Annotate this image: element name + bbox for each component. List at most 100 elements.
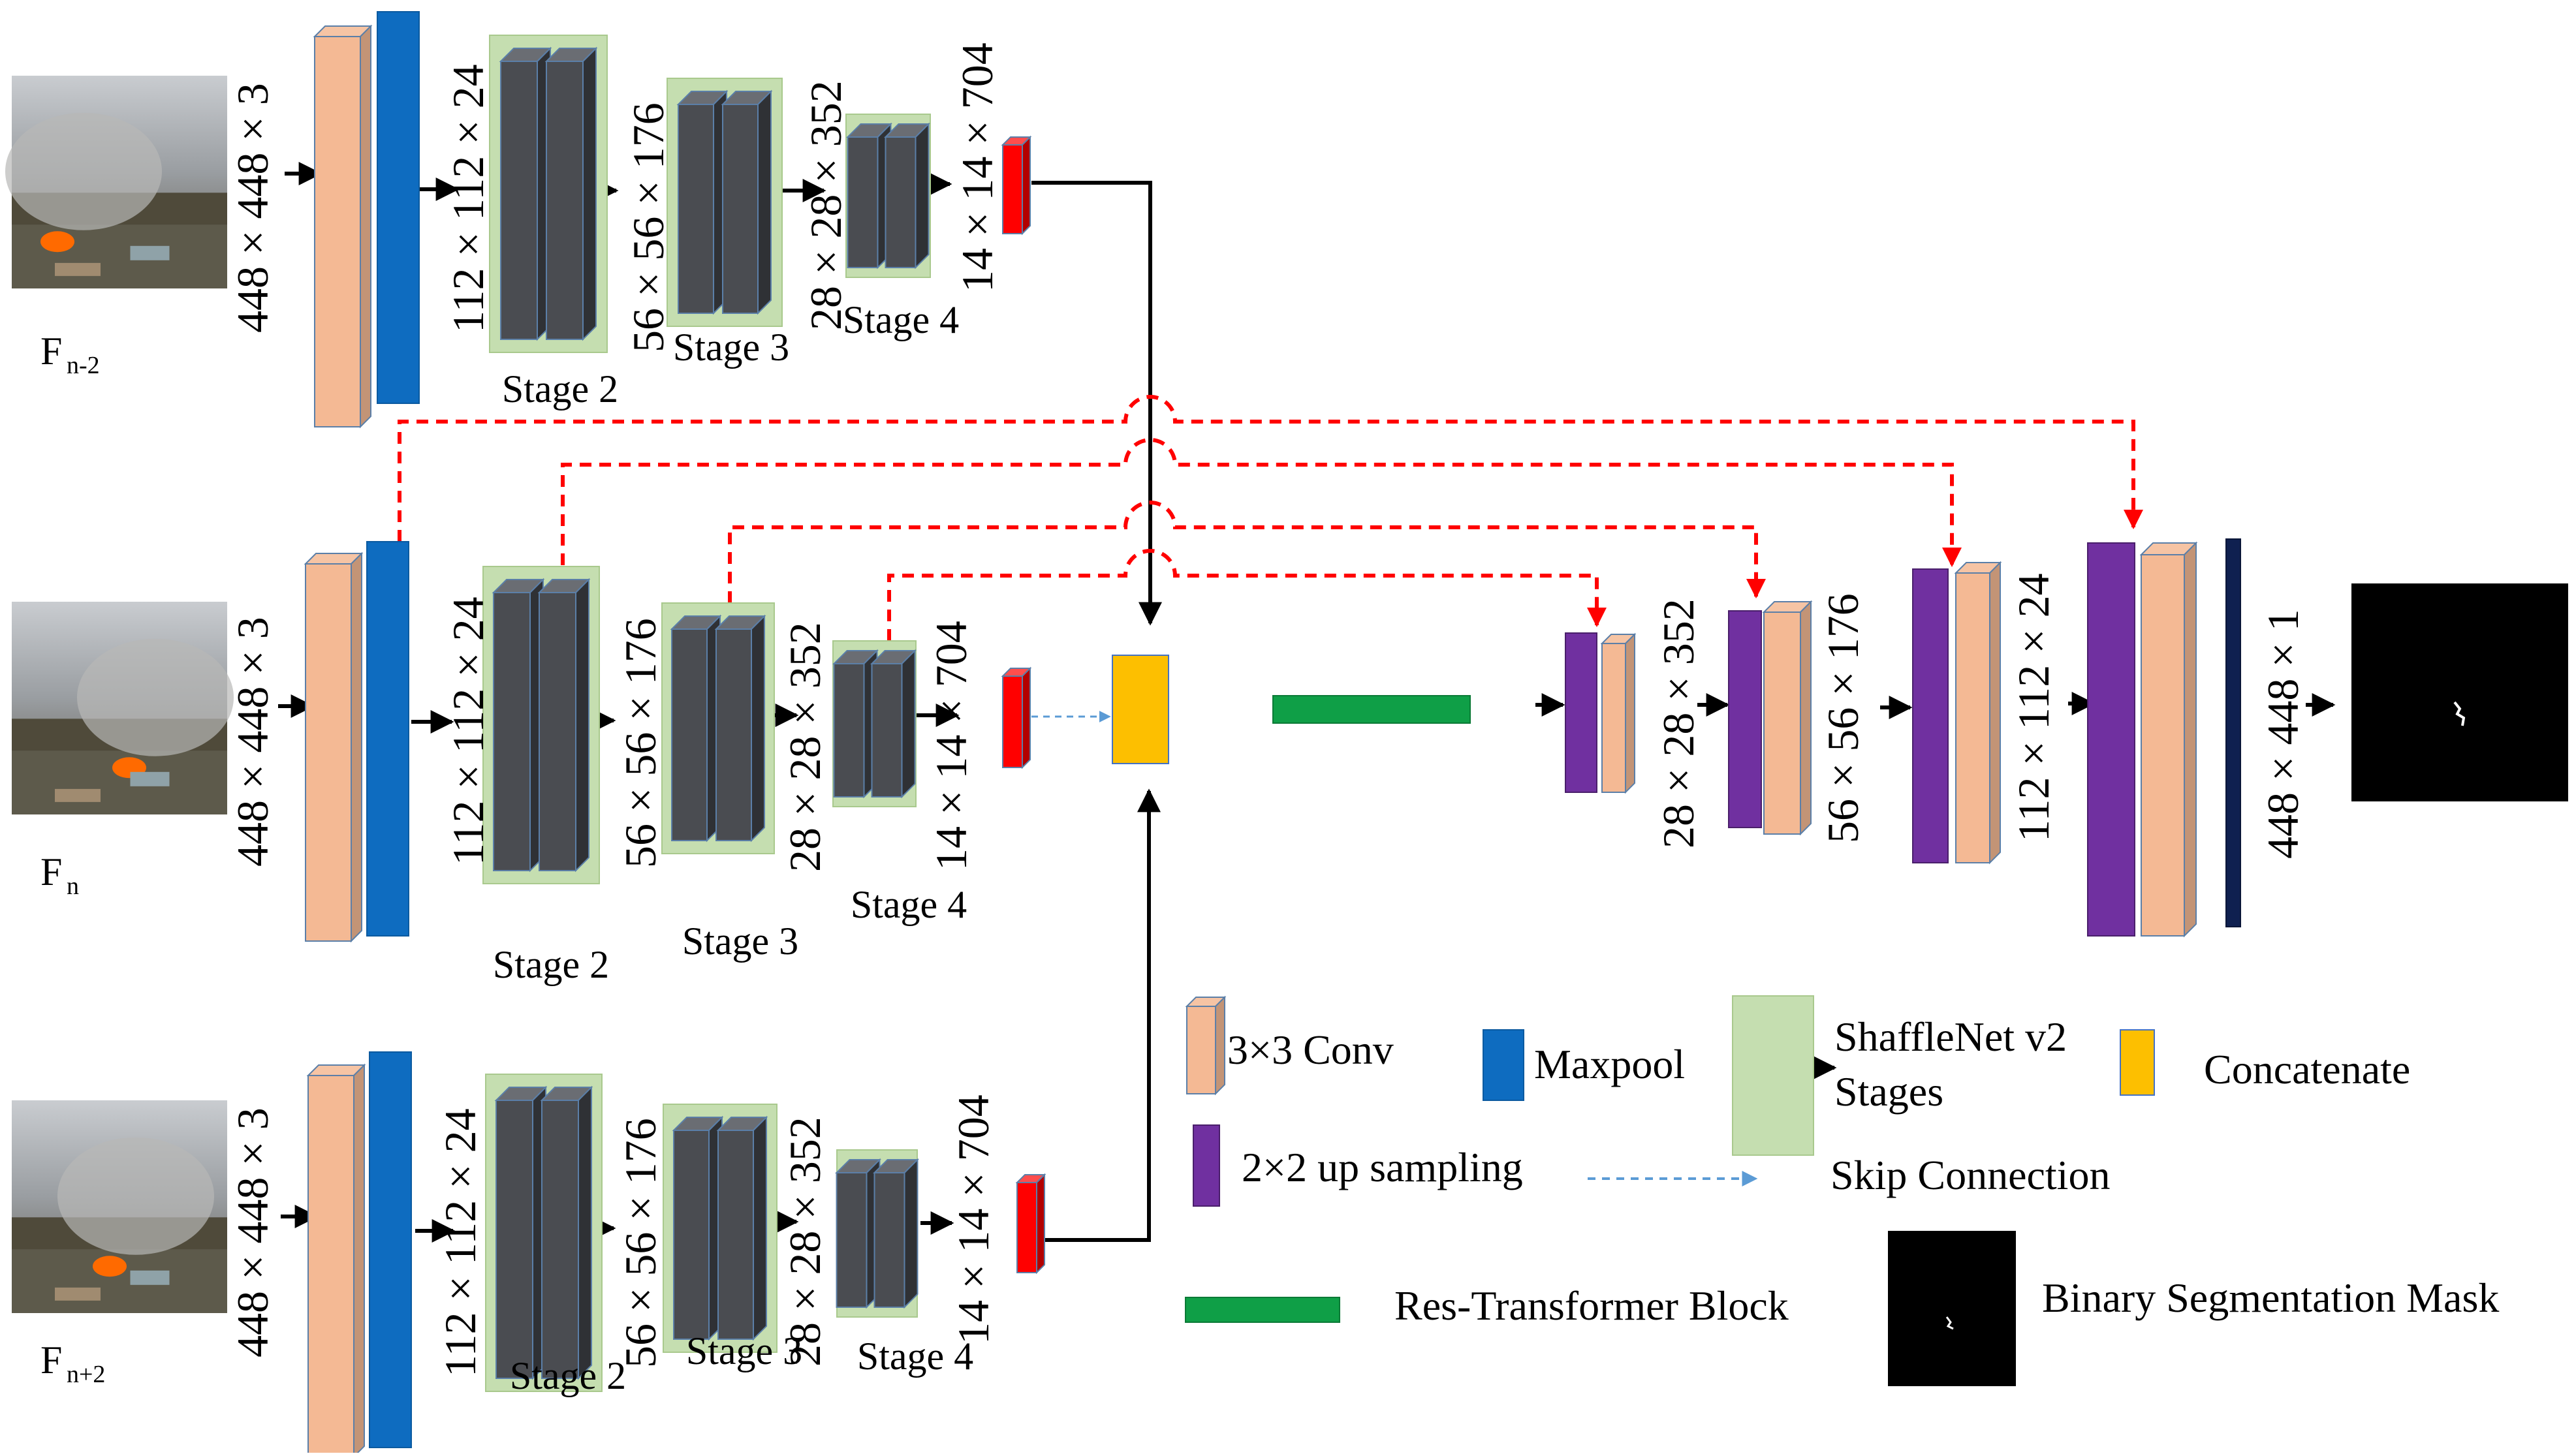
dimension-label-11: 112 × 112 × 24 [435, 1108, 485, 1377]
frame-image-n-2 [5, 76, 227, 288]
arrow-top-branch-to-concat [1031, 181, 1162, 626]
feature-map-row-2 [1015, 1173, 1046, 1275]
stage4-row-0-block-2 [884, 122, 930, 270]
frame-image-n+2 [12, 1100, 227, 1313]
skip-stage3 [728, 501, 1766, 603]
stage4-row-0-block-1 [846, 122, 892, 270]
stage2-row-2-block-2 [540, 1085, 593, 1380]
upsampling-block-1 [1565, 632, 1597, 793]
input-frames [5, 76, 234, 1313]
legend-res-transformer-icon [1185, 1297, 1340, 1323]
legend-shufflenet-label-1: ShaffleNet v2 [1834, 1014, 2067, 1060]
stage-label-3: Stage 2 [493, 943, 609, 986]
legend-maxpool-icon [1483, 1029, 1524, 1101]
stage4-row-1-block-1 [832, 649, 879, 799]
legend-mask-segment [1945, 1316, 1954, 1330]
legend-mask-icon [1888, 1231, 2016, 1386]
stage2-row-1-block-2 [537, 578, 591, 873]
dimension-label-6: 112 × 112 × 24 [443, 596, 493, 865]
legend-conv-icon [1185, 995, 1227, 1096]
dimension-label-12: 56 × 56 × 176 [616, 1118, 665, 1368]
frame-label-2: F [40, 1339, 62, 1382]
frame-subscript-2: n+2 [67, 1361, 105, 1388]
stage2-row-0-block-2 [544, 46, 598, 341]
feature-map-row-0 [1001, 135, 1032, 236]
frame-subscript-1: n [67, 873, 79, 900]
frame-label-1: F [40, 850, 62, 893]
conv-block-row-0 [313, 24, 373, 429]
decoder-dim-56: 56 × 56 × 176 [1818, 593, 1868, 843]
upsampling-block-2 [1728, 610, 1762, 828]
dimension-label-13: 28 × 28 × 352 [780, 1117, 830, 1367]
dimension-label-10: 448 × 448 × 3 [228, 1107, 277, 1357]
legend-conv-label: 3×3 Conv [1227, 1027, 1394, 1073]
conv-block-row-2 [306, 1063, 366, 1456]
maxpool-block-row-2 [369, 1051, 412, 1448]
stage3-row-1-block-1 [670, 614, 722, 843]
stage4-row-2-block-2 [873, 1158, 919, 1309]
legend-mask-label: Binary Segmentation Mask [2042, 1275, 2499, 1321]
legend-upsampling-icon [1193, 1124, 1220, 1207]
dimension-label-14: 14 × 14 × 704 [949, 1094, 998, 1344]
network-blocks [304, 11, 2568, 1456]
res-transformer-block [1272, 695, 1471, 724]
skip-stage2 [561, 438, 1962, 567]
dimension-label-3: 28 × 28 × 352 [801, 80, 851, 330]
legend-shufflenet-icon-bg [1732, 995, 1814, 1156]
upsampling-block-3 [1912, 568, 1949, 863]
stage-label-5: Stage 4 [851, 883, 967, 926]
frame-subscript-0: n-2 [67, 352, 100, 379]
conv-block-row-1 [304, 551, 364, 943]
stage4-row-1-block-2 [870, 649, 917, 799]
dimension-label-5: 448 × 448 × 3 [228, 617, 277, 867]
stage3-row-1-block-2 [714, 614, 766, 843]
stage3-row-0-block-2 [721, 89, 773, 315]
stage2-row-2-block-1 [494, 1085, 548, 1380]
dimension-label-9: 14 × 14 × 704 [926, 621, 976, 871]
stage2-row-0-block-1 [499, 46, 552, 341]
legend-concat-icon [2120, 1029, 2155, 1096]
skip-maxpool [398, 395, 2143, 542]
stage-label-6: Stage 2 [510, 1354, 626, 1397]
legend-skip-label: Skip Connection [1830, 1152, 2110, 1198]
concatenate-block [1112, 655, 1169, 764]
frame-label-0: F [40, 330, 62, 373]
legend-maxpool-label: Maxpool [1534, 1041, 1685, 1087]
output-mask-image [2351, 583, 2568, 801]
stage-label-1: Stage 3 [673, 326, 789, 369]
stage4-row-2-block-1 [835, 1158, 881, 1309]
decoder-dim-112: 112 × 112 × 24 [2009, 573, 2058, 842]
dimension-label-7: 56 × 56 × 176 [616, 618, 665, 868]
arrow-bottom-branch-to-concat [1043, 788, 1161, 1242]
stage3-row-2-block-2 [716, 1115, 768, 1341]
mask-segment [2453, 701, 2466, 726]
stage-label-4: Stage 3 [682, 920, 798, 963]
legend-res-transformer-label: Res-Transformer Block [1394, 1282, 1789, 1329]
dimension-label-0: 448 × 448 × 3 [228, 83, 277, 333]
stage2-row-1-block-1 [492, 578, 545, 873]
dimension-label-8: 28 × 28 × 352 [780, 622, 830, 872]
dimension-label-1: 112 × 112 × 24 [443, 64, 493, 333]
legend-concat-label: Concatenate [2204, 1046, 2410, 1092]
legend: 3×3 Conv Maxpool ShaffleNet v2 Stages Concat… [1227, 995, 2499, 1386]
legend-shufflenet-label-2: Stages [1834, 1068, 1943, 1115]
stage-label-8: Stage 4 [857, 1335, 973, 1378]
output-conv-block [2225, 538, 2241, 927]
decoder-conv-block-1 [1600, 632, 1637, 794]
stage-label-2: Stage 4 [843, 298, 959, 341]
stage-label-0: Stage 2 [502, 367, 618, 410]
stage3-row-2-block-1 [672, 1115, 724, 1341]
stage-label-7: Stage 3 [686, 1329, 802, 1372]
decoder-conv-block-2 [1762, 600, 1813, 836]
decoder-conv-block-4 [2139, 541, 2198, 938]
dimension-label-4: 14 × 14 × 704 [952, 42, 1002, 292]
skip-stage4 [887, 549, 1607, 641]
dimension-label-2: 56 × 56 × 176 [623, 102, 673, 352]
feature-map-row-1 [1001, 666, 1032, 769]
legend-upsampling-label: 2×2 up sampling [1242, 1144, 1523, 1190]
decoder-dim-28: 28 × 28 × 352 [1654, 598, 1703, 848]
decoder-conv-block-3 [1954, 561, 2002, 865]
stage3-row-0-block-1 [676, 89, 729, 315]
